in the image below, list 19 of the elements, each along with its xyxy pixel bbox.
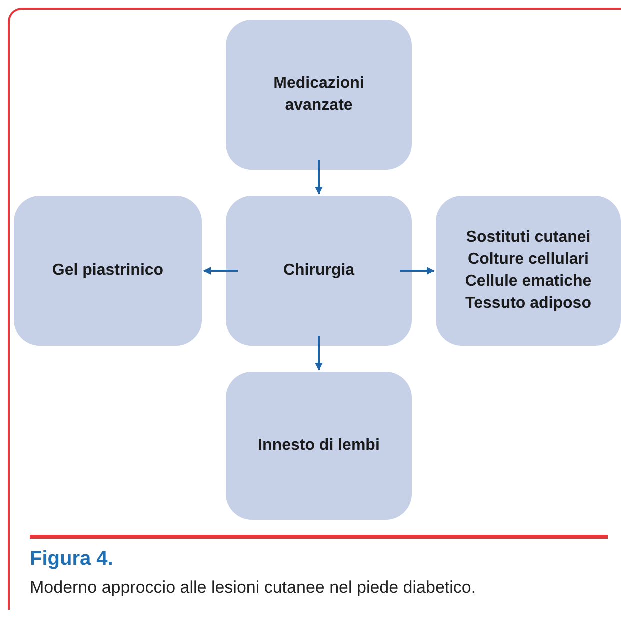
box-text: Sostituti cutanei	[466, 228, 591, 248]
figure-title: Figura 4.	[30, 547, 114, 572]
arrow	[315, 336, 323, 371]
process-box	[14, 196, 202, 346]
process-box	[226, 196, 412, 346]
arrow	[400, 267, 435, 275]
figure-caption: Moderno approccio alle lesioni cutanee nel piede diabetico.	[30, 577, 476, 599]
arrow	[315, 160, 323, 195]
box-text: Cellule ematiche	[465, 272, 592, 292]
box-text: Chirurgia	[282, 261, 356, 281]
box-text: Medicazioni avanzate	[272, 74, 366, 116]
box-text: Colture cellulari	[468, 250, 589, 270]
box-text: Innesto di lembi	[257, 436, 381, 456]
process-box	[436, 196, 621, 346]
arrow	[203, 267, 238, 275]
box-text: Tessuto adiposo	[466, 294, 592, 314]
box-text: Gel piastrinico	[51, 261, 165, 281]
process-box	[226, 20, 412, 170]
process-box	[226, 372, 412, 520]
